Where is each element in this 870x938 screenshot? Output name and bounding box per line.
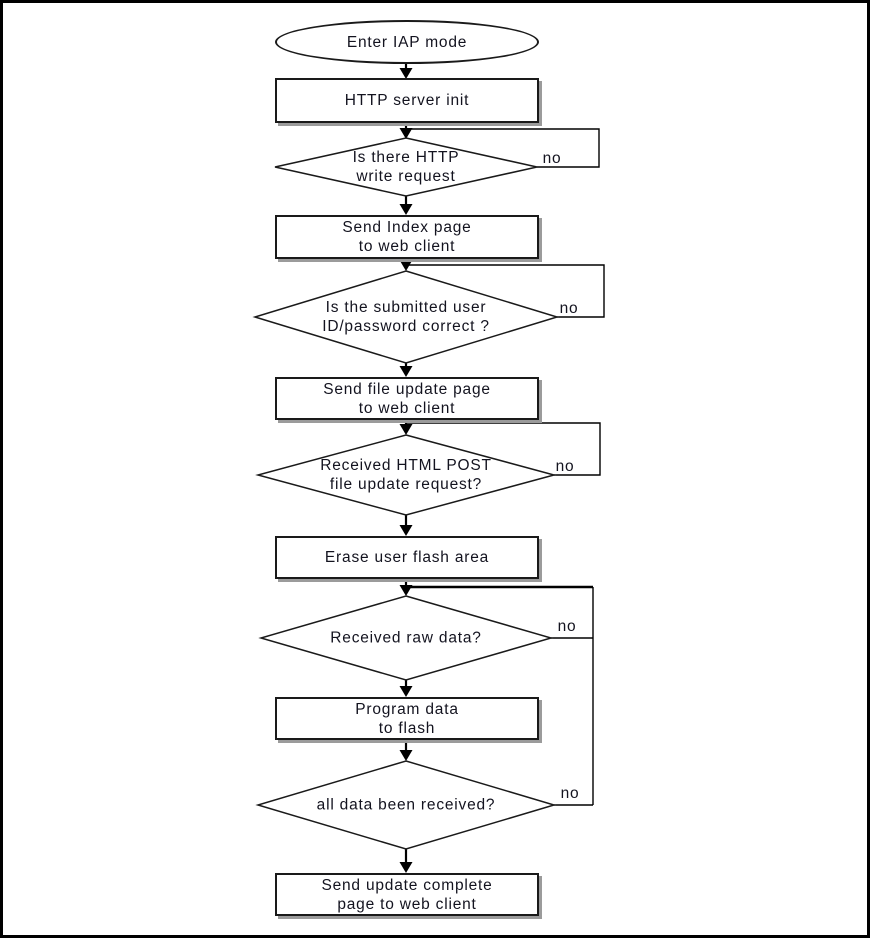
no-branch-label-all-data: no: [560, 785, 580, 802]
arrowhead-icon: [399, 525, 413, 536]
arrowhead-icon: [399, 204, 413, 215]
process-erase-user-flash: Erase user flash area: [275, 536, 539, 579]
decision-shapes: [252, 137, 560, 850]
decision-html-post-request-label: Received HTML POST file update request?: [320, 457, 492, 493]
no-branch-label-raw-data: no: [557, 618, 577, 635]
node-label: HTTP server init: [344, 92, 470, 109]
decision-all-data-received-label: all data been received?: [316, 796, 496, 814]
node-label: Send file update page to web client: [323, 380, 491, 417]
arrowhead-icon: [399, 68, 413, 79]
no-loop-http-write-request: [406, 128, 600, 168]
arrowhead-icon: [399, 128, 413, 139]
arrowhead-icon: [399, 862, 413, 873]
arrowhead-icon: [399, 750, 413, 761]
node-label: Send update complete page to web client: [321, 876, 493, 913]
decision-received-raw-data-label: Received raw data?: [330, 629, 482, 647]
terminator-enter-iap-mode: Enter IAP mode: [275, 20, 539, 64]
decision-html-post-request-shape: [255, 434, 557, 516]
node-label: Erase user flash area: [324, 549, 490, 566]
no-branch-label-id-password: no: [559, 300, 579, 317]
node-label: Enter IAP mode: [346, 33, 468, 51]
node-label: Program data to flash: [355, 700, 459, 737]
decision-http-write-request-label: Is there HTTP write request: [352, 149, 460, 185]
no-branch-label-http-write-request: no: [542, 150, 562, 167]
no-loop-html-post: [406, 422, 601, 476]
process-send-index-page: Send Index page to web client: [275, 215, 539, 259]
decision-id-password-correct-label: Is the submitted user ID/password correc…: [322, 299, 490, 335]
arrowhead-icon: [399, 686, 413, 697]
arrowhead-icon: [399, 424, 413, 435]
no-loops: [406, 128, 605, 806]
decision-received-raw-data-shape: [258, 595, 554, 681]
connector-layer: [252, 64, 605, 873]
no-loop-id-password: [406, 264, 605, 318]
process-send-file-update-page: Send file update page to web client: [275, 377, 539, 420]
process-http-server-init: HTTP server init: [275, 78, 539, 123]
node-label: Send Index page to web client: [342, 219, 472, 255]
no-branch-label-html-post: no: [555, 458, 575, 475]
arrowhead-icon: [399, 366, 413, 377]
decision-id-password-correct-shape: [252, 270, 560, 364]
process-send-update-complete: Send update complete page to web client: [275, 873, 539, 916]
decision-all-data-received-shape: [255, 760, 557, 850]
process-program-data-to-flash: Program data to flash: [275, 697, 539, 740]
decision-http-write-request-shape: [274, 137, 538, 197]
arrowheads: [399, 68, 413, 873]
